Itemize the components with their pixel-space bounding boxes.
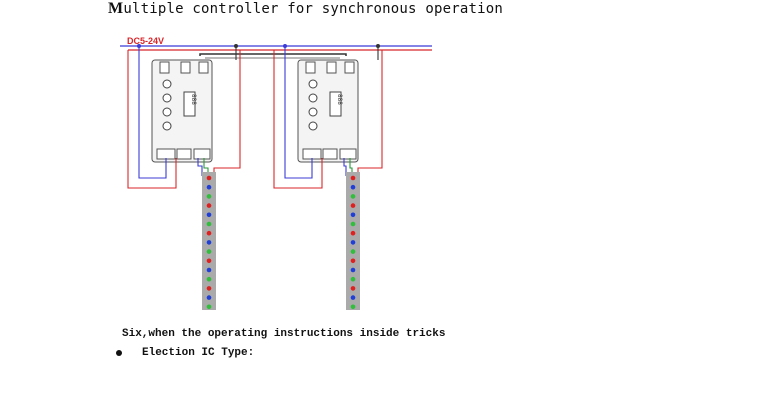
- led-strip-2-led-blue: [350, 267, 356, 273]
- instructions-heading: Six,when the operating instructions insi…: [122, 328, 446, 340]
- led-strip-2-led-green: [350, 276, 356, 282]
- controller-2-top-connector-right: [344, 61, 355, 74]
- page-title-first-letter: M: [108, 0, 124, 17]
- led-strip-1-led-green: [206, 221, 212, 227]
- controller-1-bottom-terminal-mid: [176, 148, 192, 160]
- controller-2-positive-wire: [273, 50, 323, 189]
- controller-1-top-connector-mid: [180, 61, 191, 74]
- controller-2: 888: [297, 59, 359, 163]
- controller-1-button-1: [162, 79, 172, 89]
- controller-2-strip-positive-wire: [357, 50, 383, 176]
- led-strip-1-led-red: [206, 258, 212, 264]
- led-strip-1-led-green: [206, 249, 212, 254]
- junction-dot: [283, 44, 287, 48]
- led-strip-1-led-blue: [206, 184, 212, 190]
- bullet-item: Election IC Type:: [116, 347, 254, 359]
- page-title-rest: ultiple controller for synchronous opera…: [123, 1, 503, 17]
- led-strip-2-led-red: [350, 203, 356, 208]
- led-strip-2-led-red: [350, 286, 356, 291]
- controller-1-positive-wire: [127, 50, 177, 189]
- controller-2-display: [329, 91, 342, 117]
- bullet-item-label: Election IC Type:: [142, 347, 255, 359]
- led-strip-1-led-green: [206, 304, 212, 310]
- controller-1-top-connector-right: [198, 61, 209, 74]
- led-strip-1-led-green: [206, 194, 212, 199]
- junction-dot: [137, 44, 141, 48]
- controller-1-body: [151, 59, 213, 163]
- controller-1-display-digits: 888: [190, 94, 197, 105]
- controller-2-body: [297, 59, 359, 163]
- led-strip-2-led-red: [350, 258, 356, 264]
- led-strip-1-led-red: [206, 230, 212, 236]
- controller-2-bottom-terminal-mid: [322, 148, 338, 160]
- led-strip-2-led-green: [350, 304, 356, 310]
- led-strip-2-led-red: [350, 175, 356, 181]
- led-strip-1-led-blue: [206, 267, 212, 273]
- led-strip-1-led-blue: [206, 295, 212, 300]
- sync-link-cable: [199, 53, 347, 56]
- controller-1-top-connector-left: [159, 61, 170, 74]
- led-strip-1-led-red: [206, 175, 212, 181]
- controller-2-bottom-terminal-right: [339, 148, 357, 160]
- led-strip-2-leds: [350, 175, 356, 310]
- led-strip-1-led-red: [206, 286, 212, 291]
- controller-2-button-3: [308, 107, 318, 117]
- controller-1: 888: [151, 59, 213, 163]
- controller-2-top-connector-left: [305, 61, 316, 74]
- page-title: Multiple controller for synchronous oper…: [108, 0, 503, 18]
- led-strip-2-led-blue: [350, 240, 356, 245]
- controller-2-top-connector-mid: [326, 61, 337, 74]
- controller-1-bottom-terminal-left: [156, 148, 176, 160]
- controller-2-negative-wire: [284, 46, 313, 179]
- controller-2-strip-negative-wire: [343, 158, 347, 176]
- controller-2-button-1: [308, 79, 318, 89]
- led-strip-2-led-blue: [350, 295, 356, 300]
- led-strip-2-led-blue: [350, 212, 356, 218]
- controller-2-bottom-terminal-left: [302, 148, 322, 160]
- controller-1-bottom-terminal-right: [193, 148, 211, 160]
- led-strip-2-led-green: [350, 194, 356, 199]
- led-strip-2-led-green: [350, 249, 356, 254]
- controller-1-button-2: [162, 93, 172, 103]
- controller-2-display-digits: 888: [336, 94, 343, 105]
- led-strip-1-leds: [206, 175, 212, 310]
- controller-1-button-4: [162, 121, 172, 131]
- led-strip-2-led-blue: [350, 184, 356, 190]
- bullet-icon: [116, 350, 122, 356]
- junction-dot: [376, 44, 380, 48]
- controller-1-display: [183, 91, 196, 117]
- controller-2-button-2: [308, 93, 318, 103]
- led-strip-2-led-green: [350, 221, 356, 227]
- led-strip-1-led-red: [206, 203, 212, 208]
- led-strip-1-led-green: [206, 276, 212, 282]
- controller-1-negative-wire: [138, 46, 167, 179]
- junction-dot: [234, 44, 238, 48]
- led-strip-1-led-blue: [206, 212, 212, 218]
- controller-2-button-4: [308, 121, 318, 131]
- led-strip-1-led-blue: [206, 240, 212, 245]
- led-strip-2-led-red: [350, 230, 356, 236]
- controller-1-button-3: [162, 107, 172, 117]
- voltage-label: DC5-24V: [127, 36, 164, 46]
- controller-1-strip-negative-wire: [197, 158, 203, 176]
- controller-1-strip-positive-wire: [213, 50, 241, 176]
